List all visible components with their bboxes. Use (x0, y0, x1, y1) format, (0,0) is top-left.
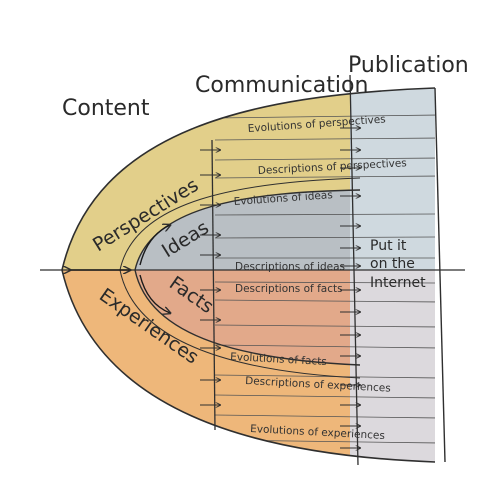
inner-arc-facts (119, 269, 361, 379)
center-arrows (70, 225, 170, 313)
ideas-arrow (139, 225, 170, 266)
band-label: Evolutions of facts (230, 351, 327, 368)
heading-content: Content (62, 96, 150, 121)
publication-line-2: on the (370, 256, 415, 272)
facts-region (135, 270, 360, 365)
publication-left-line (349, 74, 359, 466)
facts-arrow (139, 274, 170, 313)
heading-publication: Publication (348, 53, 469, 78)
ideas-region (135, 190, 360, 270)
right-edge (434, 87, 446, 463)
band-label: Descriptions of facts (235, 283, 343, 295)
inner-arc-ideas (119, 177, 361, 271)
publication-line-3: Internet (370, 275, 426, 291)
band-arrows (200, 128, 360, 448)
communication-left-line (211, 139, 216, 431)
publication-line-1: Put it (370, 238, 407, 254)
publication-region-top (350, 88, 435, 270)
heading-communication: Communication (195, 73, 368, 98)
band-label: Descriptions of ideas (235, 261, 345, 273)
